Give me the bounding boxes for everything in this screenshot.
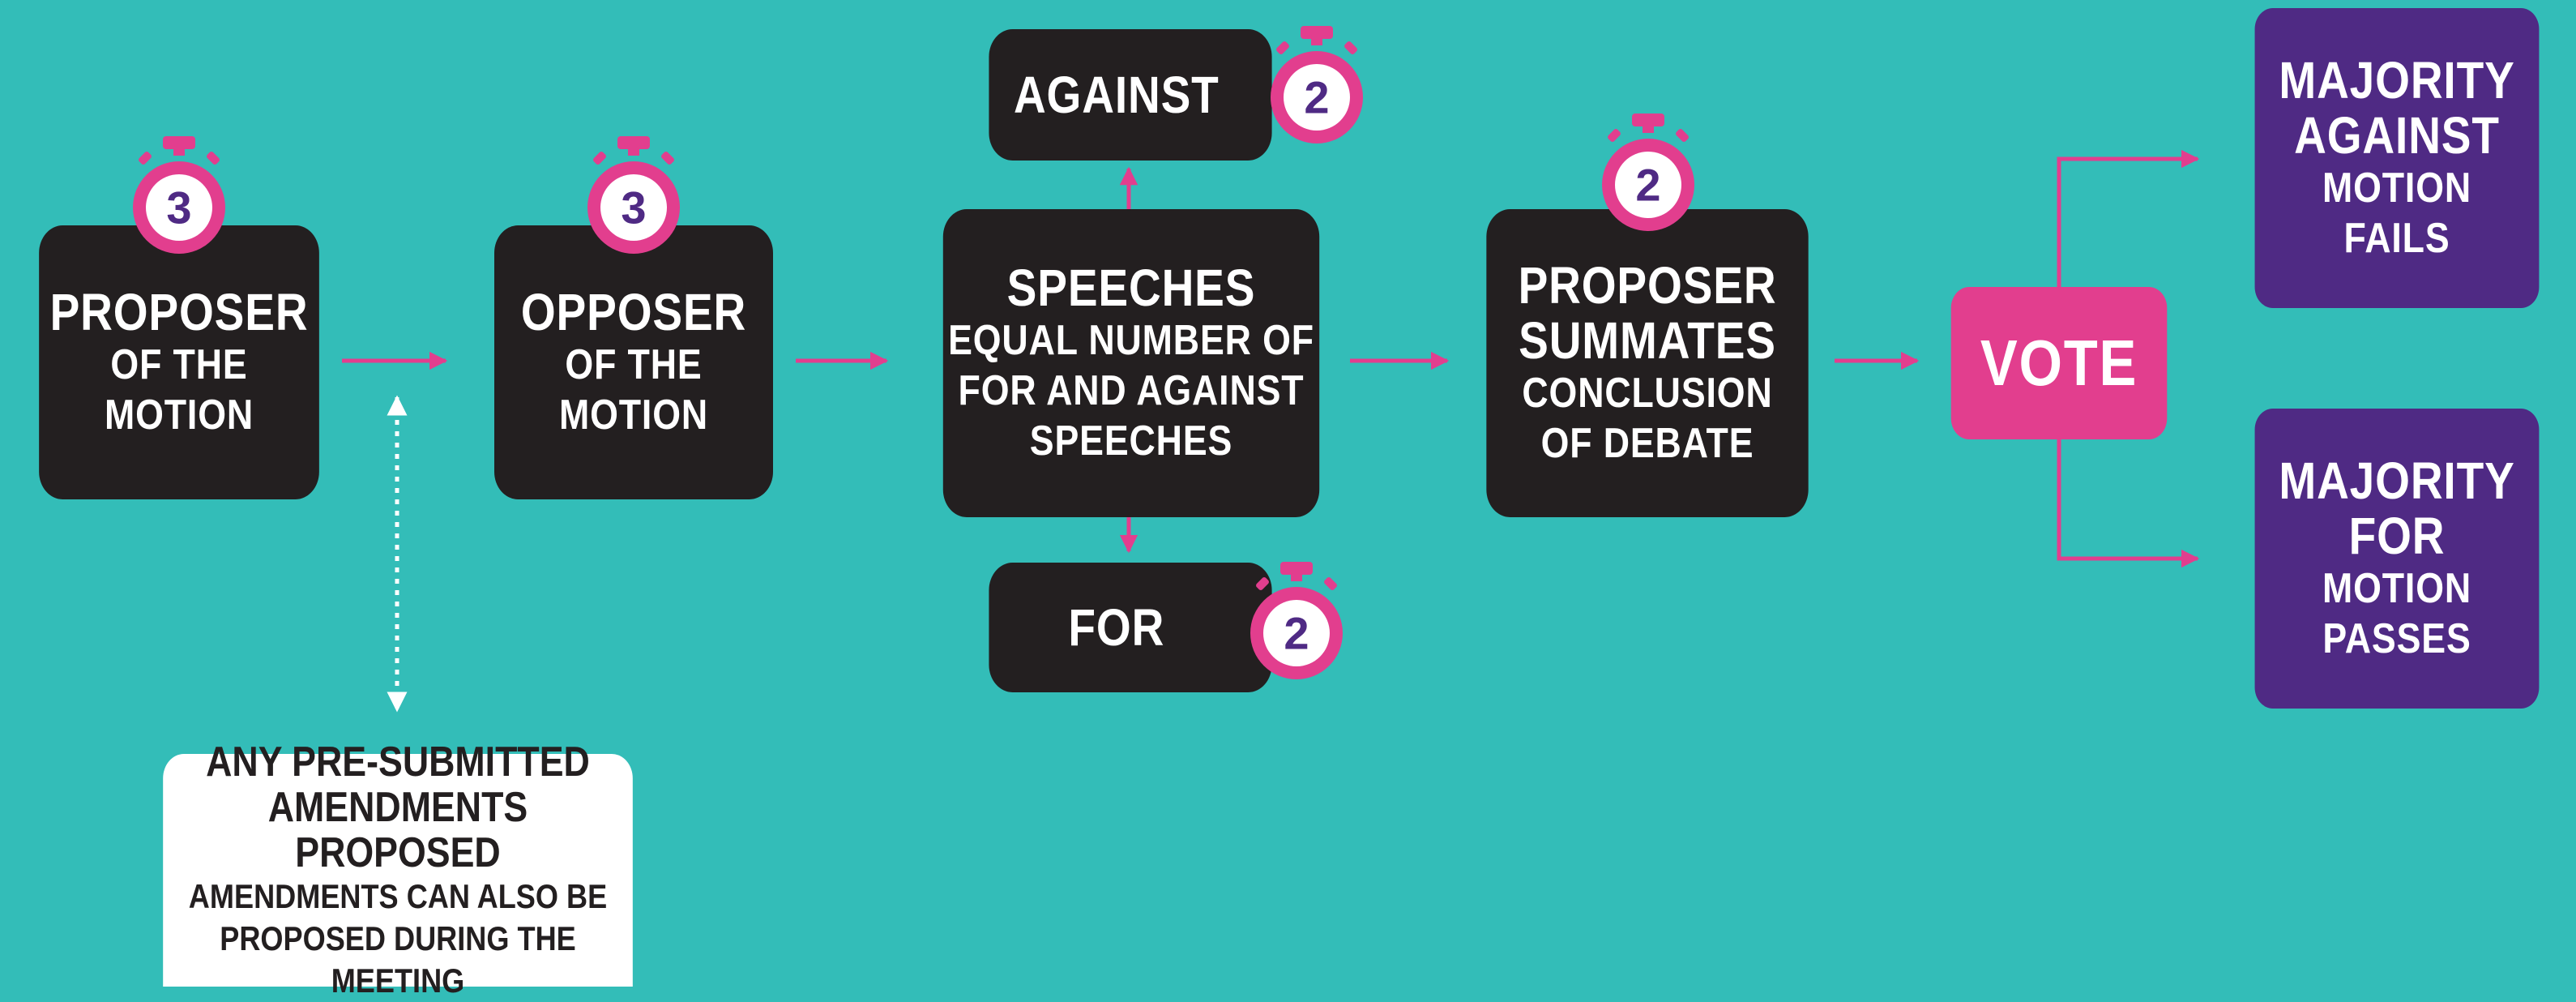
majority-for-title-line-2: FOR [2348, 507, 2446, 565]
majority-against-title-line-2: AGAINST [2294, 106, 2500, 165]
for-title: FOR [1068, 598, 1165, 657]
against-title: AGAINST [1013, 66, 1220, 124]
summates-sub-line-1: CONCLUSION [1522, 370, 1773, 417]
stopwatch-icon: 2 [1602, 113, 1694, 231]
majority-against-title-line-1: MAJORITY [2279, 51, 2515, 109]
speeches-title: SPEECHES [1006, 259, 1256, 317]
opposer-sub-line-1: OF THE [565, 341, 703, 388]
proposer-box: PROPOSER OF THE MOTION [39, 225, 319, 499]
stopwatch-icon: 2 [1250, 562, 1343, 679]
majority-against-box: MAJORITY AGAINST MOTION FAILS [2254, 8, 2540, 308]
for-box: FOR [989, 563, 1272, 692]
opposer-sub-line-2: MOTION [558, 392, 709, 439]
opposer-title: OPPOSER [520, 283, 747, 341]
summates-title-line-2: SUMMATES [1519, 311, 1776, 370]
against-timer-value: 2 [1304, 72, 1329, 123]
stopwatch-icon: 3 [587, 136, 680, 254]
against-box: AGAINST [989, 29, 1272, 161]
majority-against-sub-line-2: FAILS [2343, 215, 2450, 262]
vote-box: VOTE [1950, 287, 2168, 439]
opposer-box: OPPOSER OF THE MOTION [494, 225, 773, 499]
amendments-title-line-1: ANY PRE-SUBMITTED [206, 738, 590, 786]
summates-timer-value: 2 [1635, 160, 1660, 211]
majority-for-title-line-1: MAJORITY [2279, 452, 2515, 510]
speeches-box: SPEECHES EQUAL NUMBER OF FOR AND AGAINST… [942, 209, 1320, 517]
speeches-sub-line-2: FOR AND AGAINST [958, 367, 1305, 414]
opposer-timer-value: 3 [621, 182, 646, 233]
proposer-sub-line-2: MOTION [104, 392, 254, 439]
stopwatch-icon: 3 [133, 136, 225, 254]
amendments-sub-line-1: AMENDMENTS CAN ALSO BE [188, 876, 608, 915]
vote-title: VOTE [1980, 327, 2138, 399]
arrow-vote-to-majority-against [2057, 149, 2200, 288]
summates-title-line-1: PROPOSER [1518, 256, 1777, 315]
proposer-sub-line-1: OF THE [110, 341, 248, 388]
for-timer-value: 2 [1284, 608, 1309, 659]
amendments-box: ANY PRE-SUBMITTED AMENDMENTS PROPOSED AM… [163, 739, 633, 1000]
stopwatch-icon: 2 [1271, 26, 1363, 143]
summates-box: PROPOSER SUMMATES CONCLUSION OF DEBATE [1486, 209, 1809, 517]
majority-for-box: MAJORITY FOR MOTION PASSES [2254, 409, 2540, 709]
summates-sub-line-2: OF DEBATE [1540, 420, 1754, 467]
speeches-sub-line-1: EQUAL NUMBER OF [948, 317, 1314, 364]
majority-for-sub-line-2: PASSES [2322, 615, 2471, 662]
majority-for-sub-line-1: MOTION [2322, 565, 2472, 612]
majority-against-sub-line-1: MOTION [2322, 165, 2472, 212]
proposer-timer-value: 3 [166, 182, 191, 233]
amendments-title-line-2: AMENDMENTS PROPOSED [267, 783, 528, 876]
proposer-title: PROPOSER [49, 283, 309, 341]
arrow-vote-to-majority-for [2057, 439, 2200, 568]
speeches-sub-line-3: SPEECHES [1029, 418, 1233, 465]
